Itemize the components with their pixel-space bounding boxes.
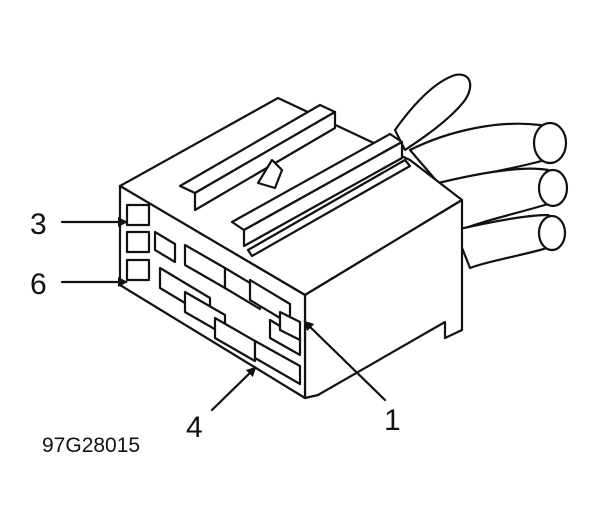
callout-3: 3 <box>30 208 47 241</box>
callout-arrows <box>60 217 387 412</box>
callout-6: 6 <box>30 268 47 301</box>
latch-icon <box>256 158 284 190</box>
figure-code: 97G28015 <box>42 434 140 457</box>
arrow-4 <box>210 366 257 412</box>
callout-1: 1 <box>384 404 401 437</box>
terminal-cavities <box>125 203 302 386</box>
callout-4: 4 <box>186 411 203 444</box>
arrow-1 <box>303 320 387 402</box>
connector-housing <box>118 96 464 400</box>
